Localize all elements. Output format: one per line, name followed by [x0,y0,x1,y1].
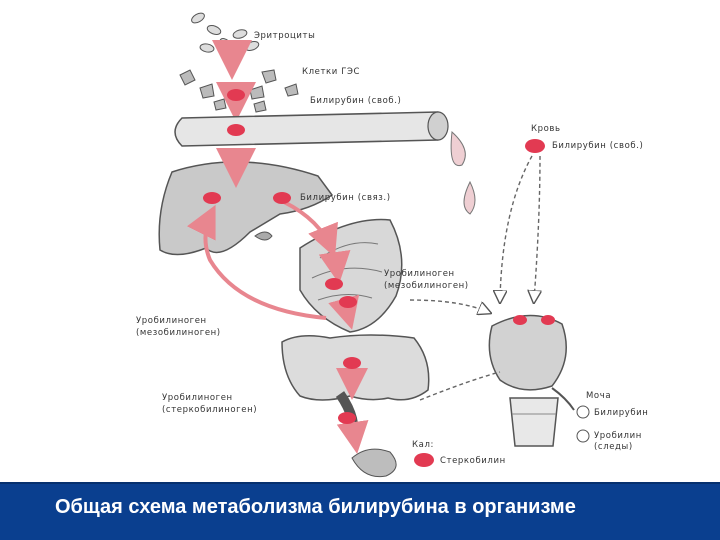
label-stercobilin: Стеркобилин [440,456,506,466]
kidney [488,314,575,411]
large-intestine [281,334,430,442]
label-urobilinogen-portal-1: Уробилиноген [136,316,207,326]
blood-vessel [174,111,476,215]
label-urine-bilirubin: Билирубин [594,408,648,418]
caption-text: Общая схема метаболизма билирубина в орг… [55,496,576,518]
urine-glass [509,397,559,447]
urine-bilirubin-circle [576,405,590,419]
label-urine-urobilin-2: (следы) [594,442,633,452]
label-urobilinogen-gut-1: Уробилиноген [384,269,455,279]
label-stercobilinogen-1: Уробилиноген [162,393,233,403]
label-urobilinogen-portal-2: (мезобилиноген) [136,328,221,338]
label-bilirubin-free-top: Билирубин (своб.) [310,96,401,106]
label-urine-urobilin-1: Уробилин [594,431,642,441]
label-feces: Кал: [412,440,434,450]
label-urine: Моча [586,391,611,401]
label-bilirubin-bound: Билирубин (связ.) [300,193,391,203]
label-urobilinogen-gut-2: (мезобилиноген) [384,281,469,291]
bilirubin-metabolism-diagram: Эритроциты Клетки ГЭС Билирубин (своб.) … [136,12,648,478]
label-erythrocytes: Эритроциты [254,31,315,41]
erythrocytes-group [191,12,260,53]
label-res-cells: Клетки ГЭС [302,67,360,77]
label-blood: Кровь [531,124,561,134]
label-stercobilinogen-2: (стеркобилиноген) [162,405,257,415]
caption-bar: Общая схема метаболизма билирубина в орг… [0,482,720,540]
label-bilirubin-free-blood: Билирубин (своб.) [552,141,643,151]
bilirubin-markers [203,89,555,467]
feces-shape [351,448,397,478]
liver [158,161,334,256]
urine-urobilin-circle [576,429,590,443]
